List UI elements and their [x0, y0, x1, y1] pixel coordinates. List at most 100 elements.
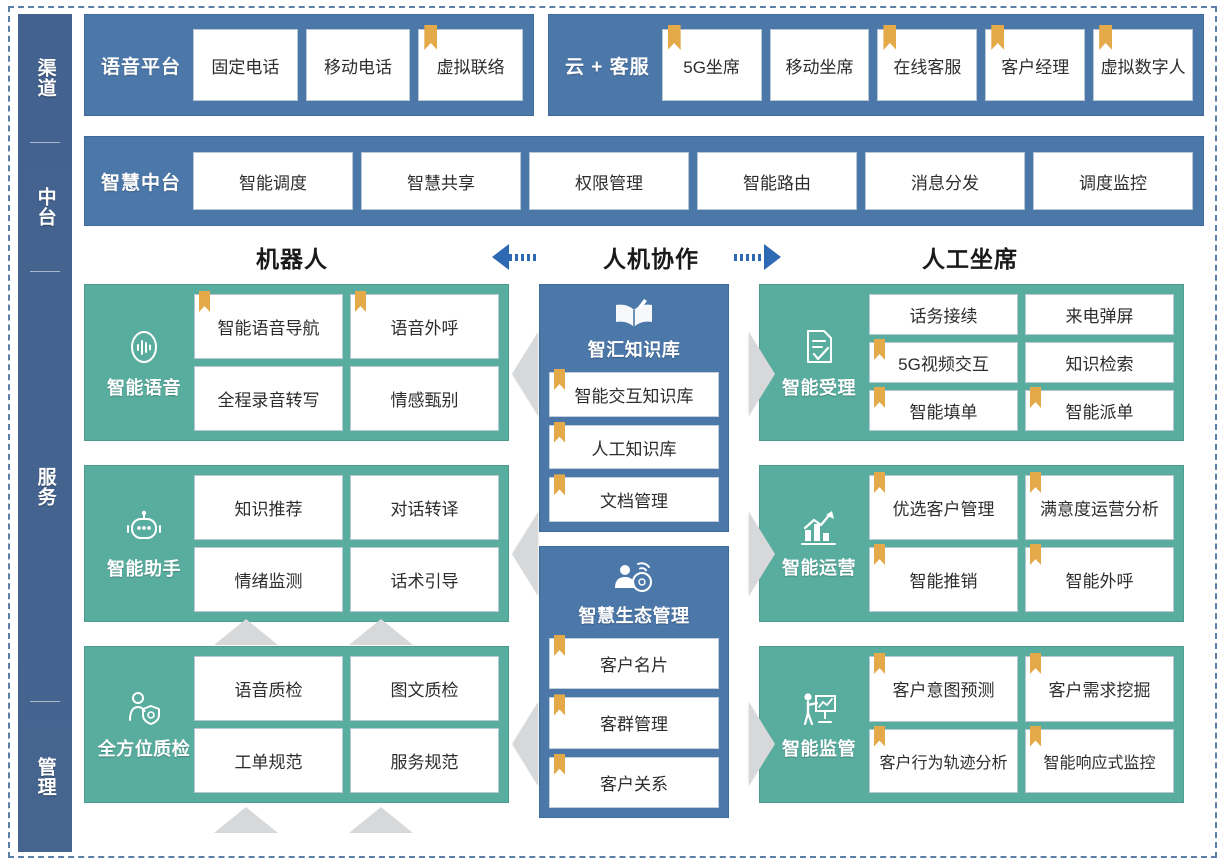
service-section-header: 机器人 人机协作 人工坐席: [84, 234, 1204, 280]
group-intelligent-supervision[interactable]: 智能监管 客户意图预测 客户需求挖掘 客户行为轨迹分: [759, 646, 1184, 803]
feature-cell[interactable]: 客户需求挖掘: [1025, 653, 1174, 722]
midplatform-cell[interactable]: 消息分发: [865, 152, 1026, 210]
feature-cell[interactable]: 智能派单: [1025, 387, 1174, 431]
feature-cell[interactable]: 语音外呼: [350, 291, 499, 359]
group-full-quality-inspection[interactable]: 全方位质检 语音质检 图文质检 工单规范 服务规范: [84, 646, 509, 803]
group-intelligent-assistant[interactable]: 智能助手 知识推荐 对话转译 情绪监测 话术引导: [84, 465, 509, 622]
knowledge-cell[interactable]: 人工知识库: [549, 421, 719, 470]
midplatform-cell[interactable]: 调度监控: [1033, 152, 1194, 210]
feature-cell[interactable]: 情感甄别: [350, 366, 499, 431]
cell-label: 客户关系: [600, 774, 668, 794]
rail-label-midplatform: 中台: [34, 187, 56, 227]
cell-label: 虚拟联络: [436, 57, 505, 77]
ecosystem-cell[interactable]: 客群管理: [549, 694, 719, 749]
feature-cell[interactable]: 服务规范: [350, 728, 499, 793]
feature-cell[interactable]: 对话转译: [350, 475, 499, 540]
midplatform-group[interactable]: 智慧中台 智能调度 智慧共享 权限管理 智能路由 消息分发 调度监控: [84, 136, 1204, 226]
feature-cell[interactable]: 话务接续: [869, 294, 1018, 335]
feature-cell[interactable]: 智能响应式监控: [1025, 725, 1174, 793]
channel-cell[interactable]: 移动电话: [305, 29, 411, 101]
rail-label-channel: 渠道: [34, 58, 56, 98]
cell-label: 移动电话: [324, 57, 392, 77]
arrow-left-dashes: [509, 253, 539, 261]
feature-cell[interactable]: 话术引导: [350, 547, 499, 612]
cell-label: 工单规范: [234, 753, 303, 772]
cell-label: 人工知识库: [591, 439, 677, 459]
channel-cell[interactable]: 客户经理: [985, 25, 1086, 101]
cell-label: 图文质检: [390, 681, 459, 700]
growth-chart-icon: [797, 508, 841, 548]
robot-column: 智能语音 智能语音导航 语音外呼 全程录音转写: [84, 284, 509, 833]
bookmark-icon: [874, 387, 885, 408]
ecosystem-cell[interactable]: 客户名片: [549, 635, 719, 690]
bookmark-icon: [554, 753, 565, 775]
group-label-full-quality-inspection: 全方位质检: [94, 656, 194, 793]
group-label-intelligent-acceptance: 智能受理: [769, 294, 869, 431]
feature-cell[interactable]: 工单规范: [194, 728, 343, 793]
rail-item-service[interactable]: 服务: [18, 272, 72, 701]
group-ecosystem-management[interactable]: 智慧生态管理 客户名片 客群管理 客户关系: [539, 546, 729, 818]
person-shield-icon: [123, 689, 165, 729]
midplatform-cell[interactable]: 智慧共享: [361, 152, 522, 210]
feature-cell[interactable]: 智能语音导航: [194, 291, 343, 359]
cell-label: 权限管理: [575, 173, 644, 193]
document-check-icon: [799, 326, 839, 368]
channel-cell[interactable]: 在线客服: [877, 25, 978, 101]
group-label-knowledge-base: 智汇知识库: [549, 294, 719, 372]
cell-label: 话务接续: [909, 307, 978, 326]
voice-platform-group[interactable]: 语音平台 固定电话 移动电话 虚拟联络: [84, 14, 534, 116]
channel-cell[interactable]: 虚拟数字人: [1093, 25, 1194, 101]
feature-cell[interactable]: 智能推销: [869, 544, 1018, 612]
group-intelligent-acceptance[interactable]: 智能受理 话务接续 来电弹屏 5G视频交互: [759, 284, 1184, 441]
rail-label-service: 服务: [34, 466, 56, 507]
rail-item-management[interactable]: 管理: [18, 702, 72, 852]
diagram-outer-frame: [8, 6, 1217, 858]
feature-cell[interactable]: 客户意图预测: [869, 653, 1018, 722]
knowledge-cell[interactable]: 文档管理: [549, 474, 719, 523]
group-intelligent-operation[interactable]: 智能运营 优选客户管理 满意度运营分析 智能推销: [759, 465, 1184, 622]
feature-cell[interactable]: 客户行为轨迹分析: [869, 725, 1018, 793]
midplatform-cell[interactable]: 智能调度: [193, 152, 354, 210]
feature-cell[interactable]: 满意度运营分析: [1025, 472, 1174, 540]
feature-cell[interactable]: 智能外呼: [1025, 544, 1174, 612]
group-knowledge-base[interactable]: 智汇知识库 智能交互知识库 人工知识库 文档管理: [539, 284, 729, 532]
group-cells: 客户意图预测 客户需求挖掘 客户行为轨迹分析 智能响应式监控: [869, 653, 1174, 793]
bookmark-icon: [1030, 387, 1041, 408]
group-title: 智能语音: [107, 377, 181, 398]
connector-up-icon-right-1: [214, 619, 278, 645]
rail-item-midplatform[interactable]: 中台: [18, 143, 72, 271]
cell-label: 语音外呼: [390, 319, 459, 338]
connector-right-icon-1: [749, 332, 775, 416]
midplatform-cell[interactable]: 智能路由: [697, 152, 858, 210]
cloud-service-title: 云 + 客服: [565, 56, 650, 78]
ecosystem-cell[interactable]: 客户关系: [549, 753, 719, 808]
bookmark-icon: [1030, 653, 1041, 674]
feature-cell[interactable]: 5G视频交互: [869, 339, 1018, 383]
cell-label: 情感甄别: [390, 391, 459, 410]
channel-cell[interactable]: 虚拟联络: [418, 25, 523, 101]
channel-cell[interactable]: 固定电话: [193, 29, 298, 101]
feature-cell[interactable]: 优选客户管理: [869, 472, 1018, 540]
cloud-service-group[interactable]: 云 + 客服 5G坐席 移动坐席 在线客服 客户经理: [548, 14, 1204, 116]
feature-cell[interactable]: 智能填单: [869, 387, 1018, 431]
channel-cell[interactable]: 移动坐席: [769, 29, 870, 101]
rail-item-channel[interactable]: 渠道: [18, 14, 72, 142]
midplatform-cell[interactable]: 权限管理: [529, 152, 690, 210]
cell-label: 移动坐席: [785, 57, 854, 77]
feature-cell[interactable]: 知识检索: [1025, 342, 1174, 383]
bookmark-icon: [199, 291, 210, 312]
feature-cell[interactable]: 来电弹屏: [1025, 294, 1174, 335]
group-intelligent-voice[interactable]: 智能语音 智能语音导航 语音外呼 全程录音转写: [84, 284, 509, 441]
cell-label: 调度监控: [1079, 173, 1148, 193]
feature-cell[interactable]: 图文质检: [350, 656, 499, 721]
channel-band: 语音平台 固定电话 移动电话 虚拟联络 云 + 客服: [84, 14, 1204, 116]
connector-up-icon-right-2: [214, 807, 278, 833]
feature-cell[interactable]: 知识推荐: [194, 475, 343, 540]
channel-cell[interactable]: 5G坐席: [661, 25, 762, 101]
bookmark-icon: [554, 694, 565, 716]
feature-cell[interactable]: 语音质检: [194, 656, 343, 721]
knowledge-cell[interactable]: 智能交互知识库: [549, 369, 719, 417]
feature-cell[interactable]: 情绪监测: [194, 547, 343, 612]
feature-cell[interactable]: 全程录音转写: [194, 366, 343, 431]
